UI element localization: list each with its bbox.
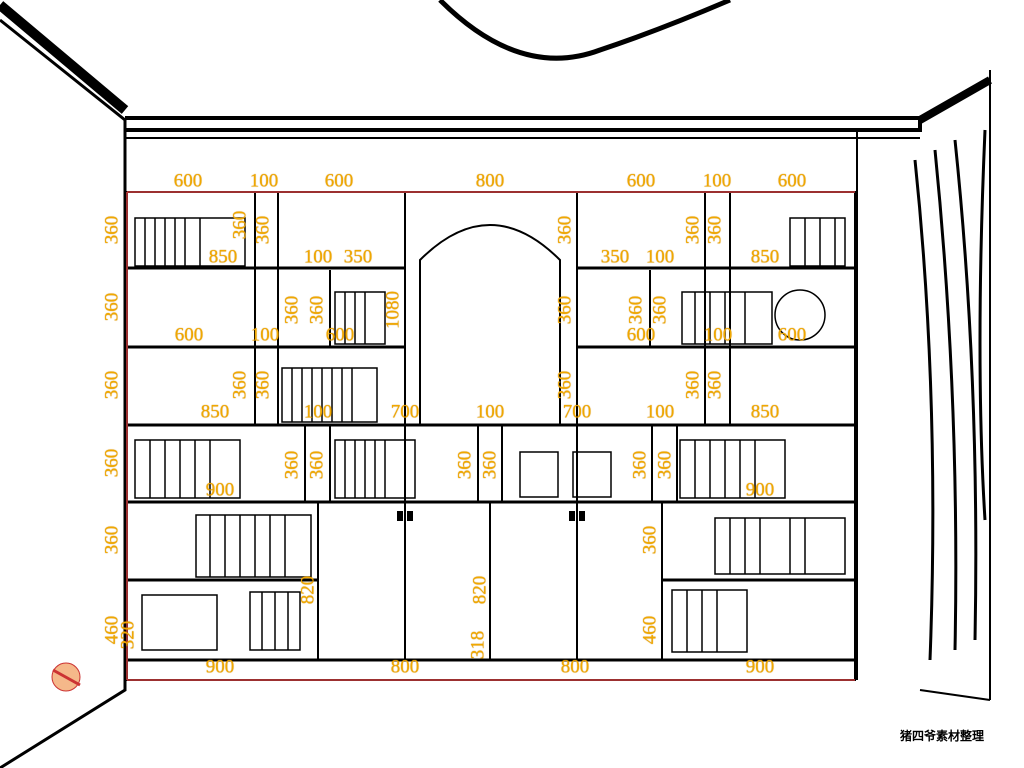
dimension-label: 360	[229, 210, 251, 240]
dimension-label: 360	[629, 450, 651, 480]
dimension-label: 100	[703, 324, 733, 346]
dimension-label: 360	[554, 370, 576, 400]
dimension-label: 100	[303, 401, 333, 423]
dimension-label: 800	[390, 656, 420, 678]
dimension-label: 850	[208, 246, 238, 268]
dimension-label: 600	[626, 324, 656, 346]
dimension-label: 850	[750, 246, 780, 268]
dimension-label: 360	[654, 450, 676, 480]
dimension-label: 360	[101, 448, 123, 478]
dimension-label: 360	[252, 370, 274, 400]
dimension-label: 850	[200, 401, 230, 423]
dimension-label: 600	[174, 324, 204, 346]
dimension-label: 600	[325, 324, 355, 346]
dimension-label: 100	[475, 401, 505, 423]
dimension-label: 360	[252, 215, 274, 245]
dimension-label: 460	[639, 615, 661, 645]
dimension-label: 100	[645, 246, 675, 268]
dimension-label: 360	[306, 450, 328, 480]
dimension-label: 360	[306, 295, 328, 325]
dimension-label: 700	[390, 401, 420, 423]
dimension-label: 360	[281, 450, 303, 480]
dimension-label: 360	[101, 215, 123, 245]
dimension-label: 360	[625, 295, 647, 325]
dimension-label: 100	[645, 401, 675, 423]
dimension-label: 360	[281, 295, 303, 325]
dimension-label: 900	[205, 479, 235, 501]
dimension-label: 360	[229, 370, 251, 400]
dimension-label: 100	[249, 170, 279, 192]
dimension-label: 600	[324, 170, 354, 192]
dimension-label: 900	[745, 479, 775, 501]
dimension-label: 318	[467, 630, 489, 660]
dimension-label: 360	[704, 370, 726, 400]
dimension-label: 850	[750, 401, 780, 423]
dimension-label: 820	[297, 575, 319, 605]
dimension-label: 320	[117, 620, 139, 650]
dimension-label: 100	[303, 246, 333, 268]
dimension-label: 100	[702, 170, 732, 192]
dimension-label: 1080	[382, 291, 404, 329]
dimension-label: 600	[777, 170, 807, 192]
dimension-label: 900	[745, 656, 775, 678]
dimension-label: 360	[454, 450, 476, 480]
dimension-label: 800	[560, 656, 590, 678]
dimension-label: 360	[101, 525, 123, 555]
dimension-label: 360	[101, 292, 123, 322]
dimension-label: 360	[554, 215, 576, 245]
dimension-label: 360	[554, 295, 576, 325]
dimension-label: 800	[475, 170, 505, 192]
dimension-label: 360	[704, 215, 726, 245]
dimension-label: 350	[343, 246, 373, 268]
dimension-label: 360	[639, 525, 661, 555]
dimension-label: 360	[682, 215, 704, 245]
dimension-label: 360	[649, 295, 671, 325]
dimension-label: 360	[682, 370, 704, 400]
dimension-label: 600	[173, 170, 203, 192]
dimension-label: 100	[250, 324, 280, 346]
dimension-label: 900	[205, 656, 235, 678]
dimension-label: 360	[101, 370, 123, 400]
dimension-label: 600	[777, 324, 807, 346]
dimension-label: 360	[479, 450, 501, 480]
dimension-label: 600	[626, 170, 656, 192]
dimension-label: 350	[600, 246, 630, 268]
dimension-label: 700	[562, 401, 592, 423]
dimension-label: 820	[469, 575, 491, 605]
watermark-text: 猪四爷素材整理	[900, 729, 985, 743]
watermark-logo	[48, 655, 168, 695]
